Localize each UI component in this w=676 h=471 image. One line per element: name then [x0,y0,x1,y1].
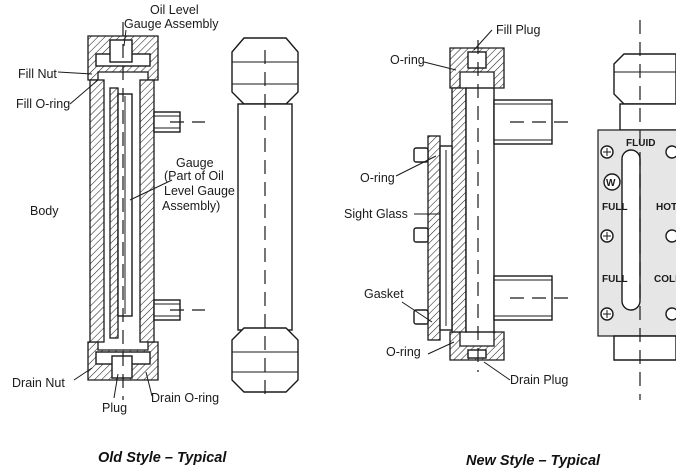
plug-label: Plug [102,401,127,415]
old-style-labels: Oil Level Gauge Assembly Fill Nut Fill O… [12,3,235,466]
drain-nut-label: Drain Nut [12,376,65,390]
gauge-level-label: Level Gauge [164,184,235,198]
body-label: Body [30,204,59,218]
fill-nut-label: Fill Nut [18,67,57,81]
cold-label: COLD [654,274,676,285]
logo-mark: W [606,178,616,189]
drain-o-ring-label: Drain O-ring [151,391,219,405]
new-style-labels: Fill Plug O-ring O-ring Sight Glass Gask… [344,23,601,469]
new-style-front: W FLUID FULL HOT FULL COLD [597,20,676,400]
sight-glass-label: Sight Glass [344,207,408,221]
old-style-caption: Old Style – Typical [98,450,227,466]
fill-o-ring-label: Fill O-ring [16,97,70,111]
gauge-label: Gauge [176,156,214,170]
fluid-label: FLUID [626,138,655,149]
old-style-section [87,22,205,400]
drain-plug-label: Drain Plug [510,373,568,387]
gauge-part-label: (Part of Oil [164,169,224,183]
hot-label: HOT [656,202,676,213]
gauge-assembly-note-label: Assembly) [162,199,220,213]
new-style-leaders [395,29,511,381]
full-hot-label: FULL [602,202,628,213]
o-ring-mid-label: O-ring [360,171,395,185]
oil-level-label: Oil Level [150,3,199,17]
gauge-assembly-label: Gauge Assembly [124,17,219,31]
new-style-section [413,40,575,372]
fill-plug-label: Fill Plug [496,23,541,37]
full-cold-label: FULL [602,274,628,285]
old-style-outside [231,37,299,400]
old-style-leaders [57,29,173,399]
o-ring-bottom-label: O-ring [386,345,421,359]
o-ring-top-label: O-ring [390,53,425,67]
new-style-caption: New Style – Typical [466,453,601,469]
gasket-label: Gasket [364,287,404,301]
